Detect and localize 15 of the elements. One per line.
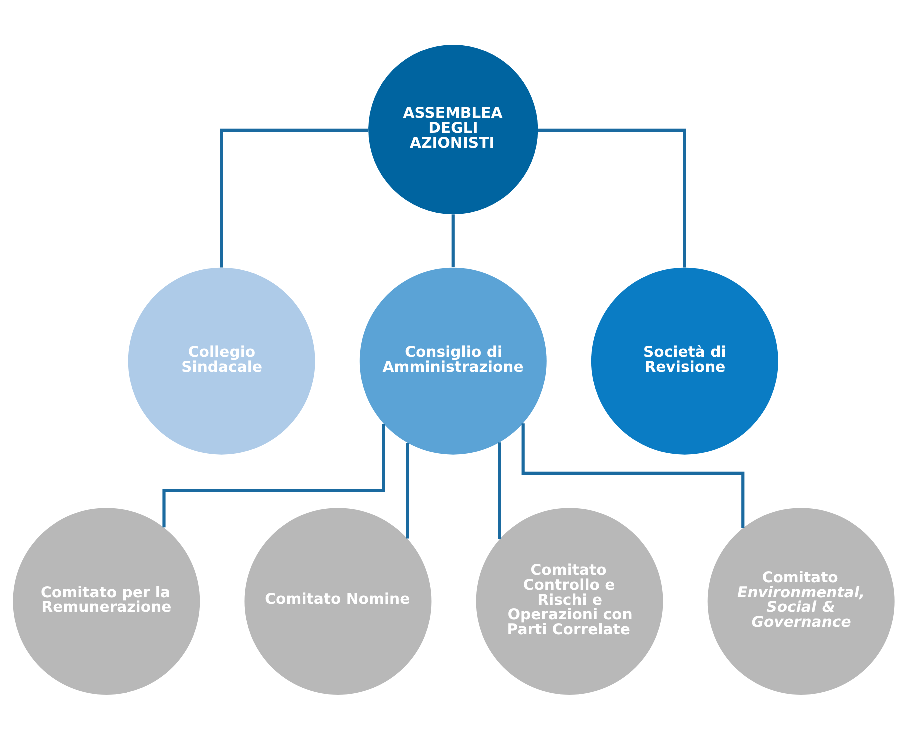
connector <box>220 128 368 268</box>
node-circle: Comitato per la Remunerazione <box>13 508 200 695</box>
node-circle: Comitato Nomine <box>244 508 432 695</box>
node-circle: Collegio Sindacale <box>128 267 316 454</box>
connector <box>498 442 502 539</box>
connector <box>162 424 386 528</box>
node-circle: Consiglio di Amministrazione <box>360 267 547 454</box>
node-circle: Società di Revisione <box>591 267 778 454</box>
connector <box>406 442 410 538</box>
connector <box>522 423 745 528</box>
node-circle: ASSEMBLEA DEGLI AZIONISTI <box>368 44 538 214</box>
connector <box>452 214 455 267</box>
node-circle: Comitato Environmental, Social & Governance <box>708 508 895 695</box>
connector <box>538 128 686 268</box>
node-circle: Comitato Controllo e Rischi e Operazioni con Parti Correlate <box>476 508 664 695</box>
